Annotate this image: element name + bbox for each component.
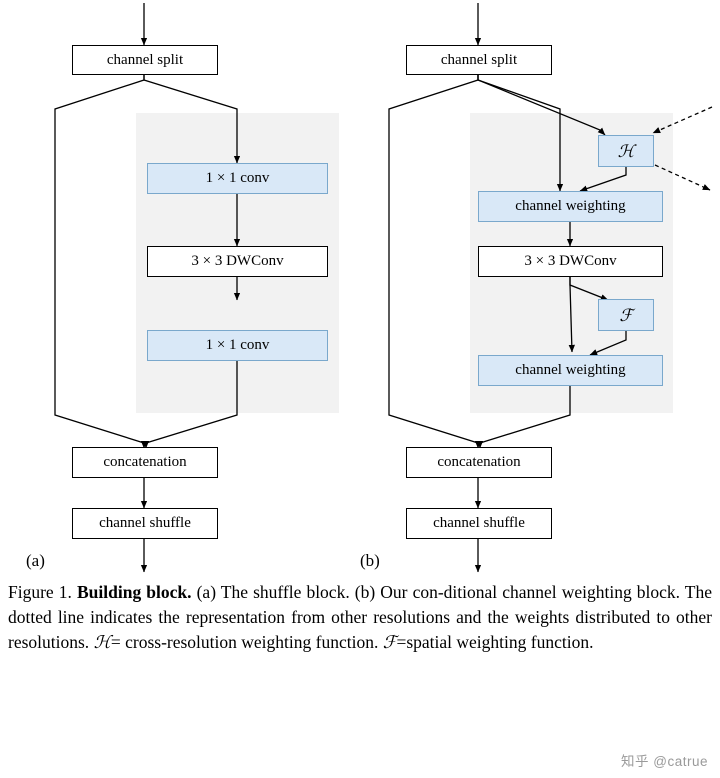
node-a-conv-1x1-second: 1 × 1 conv: [147, 330, 328, 361]
watermark: 知乎 @catrue: [621, 754, 708, 769]
node-a-concatenation: concatenation: [72, 447, 218, 478]
node-b-channel-split: channel split: [406, 45, 552, 75]
node-b-channel-shuffle: channel shuffle: [406, 508, 552, 539]
figure-caption: Figure 1. Building block. (a) The shuffl…: [8, 580, 712, 655]
node-b-f-function: ℱ: [598, 299, 654, 331]
node-b-h-function: ℋ: [598, 135, 654, 167]
caption-math-f: ℱ: [382, 631, 397, 652]
caption-body-part-1: (a) The shuffle block. (b) Our con-ditio…: [8, 582, 713, 652]
caption-figure-number: Figure 1.: [8, 582, 72, 602]
node-b-channel-weighting-second: channel weighting: [478, 355, 663, 386]
caption-body-part-2: = cross-resolution weighting function.: [110, 631, 383, 652]
node-a-dwconv-3x3: 3 × 3 DWConv: [147, 246, 328, 277]
caption-title: Building block.: [77, 582, 192, 602]
panel-a-label: (a): [26, 551, 45, 570]
node-b-channel-weighting-first: channel weighting: [478, 191, 663, 222]
node-b-dwconv-3x3: 3 × 3 DWConv: [478, 246, 663, 277]
node-a-conv-1x1-first: 1 × 1 conv: [147, 163, 328, 194]
figure-building-block: channel split 1 × 1 conv 3 × 3 DWConv 1 …: [26, 3, 713, 573]
caption-body-part-3: =spatial weighting function.: [396, 631, 594, 652]
node-a-channel-split: channel split: [72, 45, 218, 75]
node-a-channel-shuffle: channel shuffle: [72, 508, 218, 539]
node-b-concatenation: concatenation: [406, 447, 552, 478]
caption-math-h: ℋ: [93, 631, 111, 652]
panel-b-label: (b): [360, 551, 380, 570]
